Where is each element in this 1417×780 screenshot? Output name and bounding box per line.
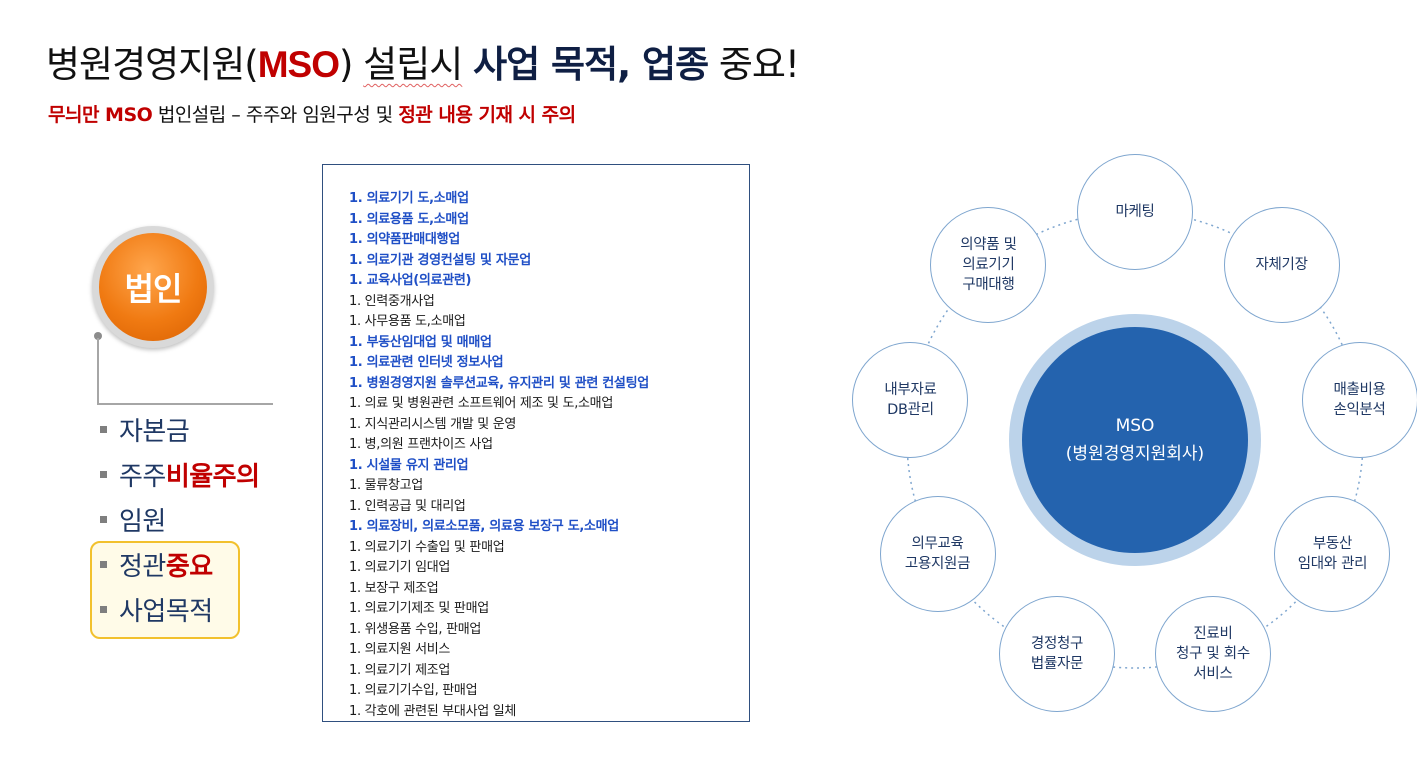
- connector-horizontal-line: [97, 403, 273, 405]
- business-item: 1. 병원경영지원 솔루션교육, 유지관리 및 관련 컨설팅업: [349, 375, 649, 391]
- business-item: 1. 의료기관 경영컨설팅 및 자문업: [349, 252, 531, 268]
- business-item: 1. 사무용품 도,소매업: [349, 314, 466, 329]
- business-item: 1. 인력공급 및 대리업: [349, 498, 466, 514]
- corp-item-label: 임원: [119, 507, 166, 537]
- business-item: 1. 교육사업(의료관련): [349, 273, 472, 288]
- satellite-label: 의약품 및 의료기기 구매대행: [960, 237, 1017, 294]
- business-item: 1. 의료지원 서비스: [349, 642, 451, 657]
- corp-item-emphasis: 중요: [165, 552, 213, 582]
- satellite-label: 경정청구 법률자문: [1030, 636, 1084, 673]
- bullet-icon: [100, 561, 107, 568]
- corp-item-label: 정관: [119, 552, 166, 582]
- connector-dot: [94, 332, 102, 340]
- corp-item-label: 주주: [119, 462, 166, 492]
- satellite-circle: 마케팅: [1077, 154, 1193, 270]
- satellite-label: 부동산 임대와 관리: [1297, 536, 1368, 572]
- satellite-circle: 매출비용 손익분석: [1301, 342, 1417, 459]
- business-item: 1. 시설물 유지 관리업: [349, 457, 469, 473]
- mso-core-title: MSO: [1115, 416, 1155, 436]
- business-item: 1. 의료용품 도,소매업: [349, 211, 469, 227]
- business-purpose-box: 1. 의료기기 도,소매업 1. 의료용품 도,소매업 1. 의약품판매대행업 1. …: [322, 164, 750, 722]
- subtitle: 무늬만 MSO 법인설립 – 주주와 임원구성 및 정관 내용 기재 시 주의: [48, 100, 576, 127]
- satellite-circle: 내부자료 DB관리: [852, 342, 969, 459]
- title-text-1: 병원경영지원(: [46, 43, 259, 86]
- subtitle-dark: 법인설립 – 주주와 임원구성 및: [152, 104, 399, 126]
- bullet-icon: [100, 471, 107, 478]
- corp-item: 정관중요: [100, 547, 260, 592]
- bullet-icon: [100, 426, 107, 433]
- business-item: 1. 의약품판매대행업: [349, 232, 460, 247]
- mso-core-subtitle: (병원경영지원회사): [1065, 444, 1205, 464]
- satellite-circle: 자체기장: [1223, 207, 1340, 324]
- page-title: 병원경영지원(MSO) 설립시 사업 목적, 업종 중요!: [46, 34, 800, 88]
- business-item: 1. 병,의원 프랜차이즈 사업: [349, 437, 493, 452]
- corp-item: 임원: [100, 502, 260, 547]
- satellite-label: 내부자료 DB관리: [884, 382, 937, 419]
- satellite-circle: 의무교육 고용지원금: [879, 496, 996, 612]
- title-space: [462, 43, 473, 86]
- corp-item-emphasis: 비율주의: [165, 462, 260, 492]
- business-item: 1. 의료 및 병원관련 소프트웨어 제조 및 도,소매업: [349, 396, 614, 411]
- business-item: 1. 의료기기 도,소매업: [349, 191, 469, 206]
- corp-circle: 법인: [92, 226, 214, 348]
- business-item: 1. 의료기기수입, 판매업: [349, 683, 478, 698]
- corp-item: 사업목적: [100, 592, 260, 637]
- business-purpose-list: 1. 의료기기 도,소매업 1. 의료용품 도,소매업 1. 의약품판매대행업 1. …: [349, 189, 649, 722]
- title-mso: MSO: [257, 44, 340, 85]
- title-emphasis: 사업 목적, 업종: [473, 43, 709, 86]
- business-item: 1. 부동산임대업 및 매매업: [349, 334, 492, 350]
- title-text-5: 중요!: [708, 43, 800, 86]
- corp-item: 주주비율주의: [100, 457, 260, 502]
- business-item: 1. 의료관련 인터넷 정보사업: [349, 355, 504, 370]
- connector-vertical-line: [97, 338, 99, 404]
- title-text-2: ): [338, 43, 364, 86]
- business-item: 1. 위생용품 수입, 판매업: [349, 621, 482, 637]
- business-item: 1. 의료기기제조 및 판매업: [349, 601, 489, 616]
- business-item: 1. 지식관리시스템 개발 및 운영: [349, 416, 517, 432]
- corp-item-label: 자본금: [119, 417, 190, 447]
- business-item: 1. 보장구 제조업: [349, 580, 439, 596]
- satellite-label: 진료비 청구 및 회수 서비스: [1176, 626, 1250, 683]
- business-item: 1. 각호에 관련된 부대사업 일체: [349, 703, 517, 719]
- business-item: 1. 의료기기 임대업: [349, 560, 451, 575]
- business-item: 1. 의료장비, 의료소모품, 의료용 보장구 도,소매업: [349, 519, 619, 534]
- corp-label: 법인: [99, 233, 207, 341]
- bullet-icon: [100, 606, 107, 613]
- satellite-label: 마케팅: [1115, 204, 1155, 220]
- business-item: 1. 물류창고업: [349, 478, 423, 493]
- satellite-label: 매출비용 손익분석: [1333, 382, 1386, 419]
- satellite-label: 의무교육 고용지원금: [904, 536, 971, 572]
- business-item: 1. 의료기기 제조업: [349, 662, 451, 678]
- satellite-circle: 부동산 임대와 관리: [1274, 496, 1391, 612]
- bullet-icon: [100, 516, 107, 523]
- title-text-3: 설립시: [363, 43, 463, 86]
- business-item: 1. 의료기기 수출입 및 판매업: [349, 539, 505, 555]
- satellite-label: 자체기장: [1255, 257, 1308, 274]
- mso-core: MSO (병원경영지원회사): [1022, 327, 1248, 553]
- subtitle-red-1: 무늬만 MSO: [48, 104, 153, 126]
- satellite-circle: 진료비 청구 및 회수 서비스: [1154, 596, 1271, 713]
- corp-item: 자본금: [100, 412, 260, 457]
- business-item: 1. 인력중개사업: [349, 293, 435, 309]
- highlight-box: [90, 541, 240, 639]
- subtitle-red-2: 정관 내용 기재 시 주의: [398, 104, 576, 126]
- satellite-circle: 경정청구 법률자문: [999, 596, 1116, 713]
- corp-item-label: 사업목적: [119, 597, 213, 627]
- satellite-circle: 의약품 및 의료기기 구매대행: [930, 207, 1047, 324]
